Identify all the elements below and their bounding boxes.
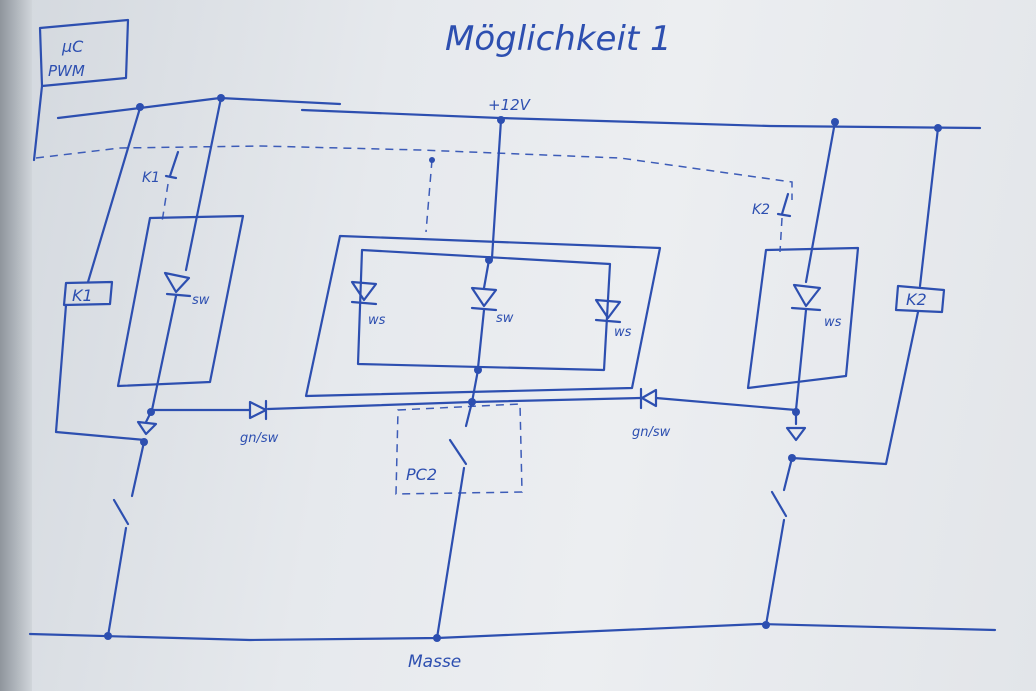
ground-label: Masse — [408, 652, 461, 672]
center-led-a — [350, 280, 378, 302]
diode-bus-left-b — [266, 400, 474, 411]
contact-k1-link — [161, 183, 169, 223]
center-led-c-bar — [594, 318, 622, 324]
center-led-b — [470, 286, 498, 308]
center-inner-box — [356, 248, 612, 372]
right-switch-wire — [782, 456, 794, 492]
supply-rail-right — [300, 108, 982, 130]
contact-k2-label: K2 — [752, 202, 770, 218]
ground-rail — [28, 622, 997, 642]
center-led-a-label: ws — [368, 313, 386, 328]
pc2-switch — [448, 438, 468, 466]
left-ground-wire — [106, 526, 128, 638]
left-wire-a — [144, 410, 153, 424]
pc2-box — [395, 403, 523, 495]
center-led-c — [594, 298, 622, 320]
right-switch — [770, 490, 788, 518]
pc2-label: PC2 — [406, 465, 437, 484]
relay-k1-return-wire — [54, 303, 147, 442]
right-led-out-wire — [794, 308, 808, 412]
left-led — [163, 271, 191, 294]
center-led-c-label: ws — [614, 325, 632, 340]
right-led-label: ws — [824, 315, 842, 330]
pwm-control-drop-center — [425, 159, 433, 233]
center-supply-wire — [490, 118, 503, 260]
relay-k2-return-wire — [790, 310, 920, 466]
center-led-b-in-wire — [482, 258, 491, 290]
contact-k2-bar — [776, 212, 792, 218]
diode-bus-right-b — [654, 396, 798, 412]
contact-k1-bar — [164, 174, 178, 180]
diode-bus-right-a — [470, 396, 642, 404]
right-ground-wire — [764, 518, 786, 627]
pc2-ground-wire — [435, 466, 466, 640]
right-led-supply-wire — [804, 120, 837, 284]
diode-right-label: gn/sw — [632, 425, 671, 440]
relay-k1-supply-wire — [86, 106, 142, 284]
pwm-control-line — [35, 145, 793, 200]
right-led-box — [746, 246, 860, 390]
relay-k1-coil — [62, 280, 114, 307]
controller-output-wire — [32, 84, 44, 162]
center-mid-wire — [470, 368, 480, 404]
node-pwm-center — [429, 157, 435, 163]
relay-k2-supply-wire — [918, 126, 940, 288]
relay-k2-label: K2 — [906, 290, 927, 309]
left-led-label: sw — [192, 293, 210, 308]
diode-right — [640, 388, 658, 408]
contact-k1-label: K1 — [142, 170, 160, 186]
controller-label-top: µC — [61, 37, 84, 56]
left-switch — [112, 498, 130, 526]
center-outer-box — [304, 234, 662, 398]
controller-label-bottom: PWM — [48, 62, 85, 80]
left-led-out-wire — [150, 294, 178, 412]
center-led-b-label: sw — [496, 311, 514, 326]
left-led-supply-wire — [184, 96, 223, 272]
diagram-title: Möglichkeit 1 — [445, 19, 672, 59]
pc2-wire-in — [464, 400, 474, 428]
relay-k1-label: K1 — [72, 286, 93, 305]
left-led-box — [116, 214, 245, 388]
contact-k1 — [168, 150, 180, 178]
supply-label: +12V — [488, 96, 532, 114]
left-small-diode — [136, 420, 158, 436]
left-switch-wire — [130, 440, 146, 498]
right-led — [792, 283, 822, 308]
supply-rail-left — [56, 96, 342, 120]
relay-k2-coil — [894, 284, 946, 314]
center-led-a-bar — [350, 300, 378, 306]
center-led-b-out-wire — [476, 308, 486, 370]
controller-box — [38, 18, 130, 88]
notebook-binding — [0, 0, 32, 691]
diode-left — [248, 400, 268, 420]
contact-k2 — [780, 192, 790, 216]
contact-k2-link — [779, 217, 783, 253]
right-small-diode — [785, 426, 807, 442]
left-led-bar — [165, 292, 192, 298]
diode-left-label: gn/sw — [240, 431, 279, 446]
